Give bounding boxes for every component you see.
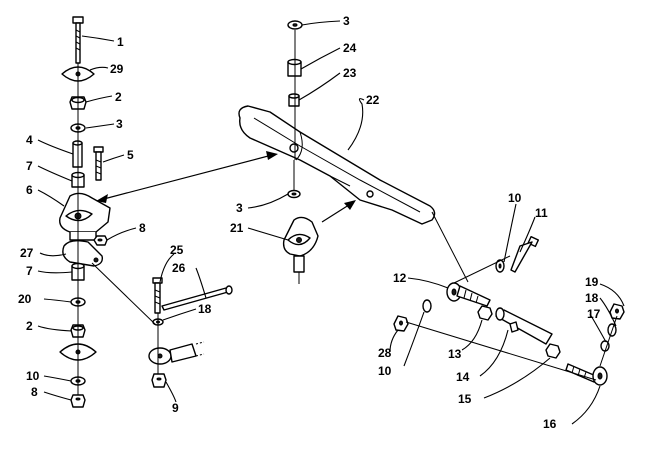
callout-8: 8 <box>139 221 146 235</box>
callout-10-lower-right: 10 <box>378 364 392 378</box>
callout-18-right: 18 <box>585 291 599 305</box>
callout-labels: 1 29 2 3 4 5 7 6 8 27 7 20 2 10 8 3 24 2… <box>18 14 601 431</box>
callout-7: 7 <box>26 159 33 173</box>
callout-7-lower: 7 <box>26 264 33 278</box>
tie-rod-assembly <box>393 235 625 386</box>
callout-18: 18 <box>198 302 212 316</box>
callout-19: 19 <box>585 275 599 289</box>
callout-14: 14 <box>456 370 470 384</box>
callout-1: 1 <box>117 35 124 49</box>
bracket-part-27 <box>62 239 104 267</box>
bolt-part-11 <box>510 235 540 273</box>
callout-20: 20 <box>18 292 32 306</box>
nut-part-8-upper <box>93 235 108 246</box>
bushing-part-23 <box>288 93 300 107</box>
callout-17: 17 <box>587 307 601 321</box>
center-tie-bar <box>96 20 469 284</box>
mount-part-6 <box>59 192 111 241</box>
callout-25: 25 <box>170 243 184 257</box>
assembly-arrows <box>96 151 356 223</box>
callout-22: 22 <box>366 93 380 107</box>
callout-23: 23 <box>343 66 357 80</box>
callout-12: 12 <box>393 271 407 285</box>
callout-10-right: 10 <box>508 191 522 205</box>
leader-lines <box>37 20 625 425</box>
washer-part-3-bottom <box>287 189 301 199</box>
washer-part-10-left-rod <box>422 299 432 313</box>
rod-end-part-12 <box>446 282 491 307</box>
callout-2-lower: 2 <box>26 319 33 333</box>
left-mount-stack <box>59 16 111 408</box>
callout-3: 3 <box>116 117 123 131</box>
callout-24: 24 <box>343 41 357 55</box>
callout-29: 29 <box>110 62 124 76</box>
callout-2: 2 <box>115 90 122 104</box>
callout-6: 6 <box>26 183 33 197</box>
jam-nut-part-13 <box>477 305 493 321</box>
washer-part-3-top <box>287 20 303 30</box>
center-lower-hardware <box>91 262 233 388</box>
nut-part-28 <box>393 315 409 332</box>
callout-28: 28 <box>378 346 392 360</box>
callout-26: 26 <box>172 261 186 275</box>
callout-4: 4 <box>26 133 33 147</box>
bolt-part-25 <box>152 277 163 314</box>
arm-part-22 <box>238 105 436 225</box>
bolt-part-1 <box>72 16 84 64</box>
rod-end-part-16 <box>565 363 608 386</box>
callout-3-bottom: 3 <box>236 201 243 215</box>
bolt-part-5 <box>93 146 104 181</box>
pin-part-26 <box>161 285 233 311</box>
callout-15: 15 <box>458 392 472 406</box>
callout-27: 27 <box>20 246 34 260</box>
mount-part-21 <box>282 216 319 284</box>
callout-16: 16 <box>543 417 557 431</box>
callout-11: 11 <box>535 206 548 220</box>
jam-nut-part-15 <box>545 343 561 359</box>
sleeve-part-14 <box>495 307 553 345</box>
nut-part-9 <box>151 373 167 388</box>
nut-part-19 <box>609 303 625 320</box>
callout-8-lower: 8 <box>31 385 38 399</box>
washer-part-10-right <box>495 259 505 273</box>
callout-9: 9 <box>172 401 179 415</box>
callout-21: 21 <box>230 221 244 235</box>
callout-5: 5 <box>127 148 134 162</box>
nut-part-8-lower <box>70 394 86 408</box>
callout-13: 13 <box>448 347 462 361</box>
callout-10: 10 <box>26 369 40 383</box>
callout-3-top: 3 <box>343 14 350 28</box>
rod-end-center <box>148 341 205 365</box>
